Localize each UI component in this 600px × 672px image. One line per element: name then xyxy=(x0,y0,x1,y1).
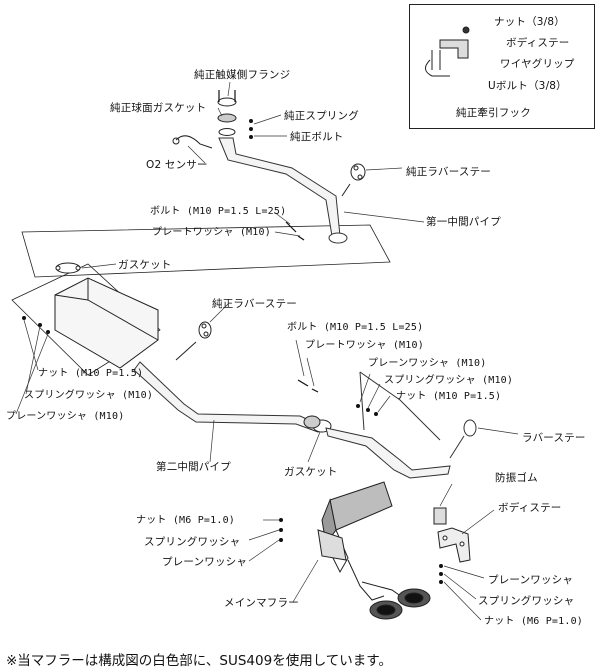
label-plate-washer-b: プレートワッシャ (M10) xyxy=(305,340,424,351)
label-first-pipe: 第一中間パイプ xyxy=(426,216,501,228)
label-bolt-m10-b: ボルト (M10 P=1.5 L=25) xyxy=(287,322,424,333)
label-nut-m6-right: ナット (M6 P=1.0) xyxy=(484,616,584,627)
label-plain-washer-m10-left: プレーンワッシャ (M10) xyxy=(6,411,125,422)
label-spring-washer-right: スプリングワッシャ xyxy=(478,595,575,607)
label-nut-m10-right: ナット (M10 P=1.5) xyxy=(396,391,502,402)
inset-label-nut: ナット（3/8） xyxy=(494,16,565,28)
inset-tow-hook-box xyxy=(409,4,595,129)
label-rubber-stay: ラバーステー xyxy=(522,432,586,444)
label-spring-washer-m10-right: スプリングワッシャ (M10) xyxy=(384,375,514,386)
label-bolt-oe: 純正ボルト xyxy=(290,131,344,143)
label-spring-oe: 純正スプリング xyxy=(284,110,359,122)
inset-label-body-stay: ボディステー xyxy=(506,37,570,49)
label-rubber-stay-oe-2: 純正ラバーステー xyxy=(212,298,297,310)
label-plain-washer-right: プレーンワッシャ xyxy=(488,574,574,586)
tow-hook-icon xyxy=(425,26,470,77)
label-gasket-1: ガスケット xyxy=(118,259,172,271)
label-main-muffler: メインマフラー xyxy=(224,597,299,609)
label-bolt-m10-a: ボルト (M10 P=1.5 L=25) xyxy=(150,206,287,217)
label-spring-washer-left: スプリングワッシャ xyxy=(144,536,241,548)
label-nut-m10-left: ナット (M10 P=1.5) xyxy=(38,368,144,379)
label-vibration-rubber: 防振ゴム xyxy=(495,472,538,484)
label-nut-m6-left: ナット (M6 P=1.0) xyxy=(136,515,236,526)
label-body-stay: ボディステー xyxy=(498,502,562,514)
label-flange: 純正触媒側フランジ xyxy=(194,69,291,81)
label-sphere-gasket: 純正球面ガスケット xyxy=(110,102,207,114)
label-gasket-2: ガスケット xyxy=(284,466,338,478)
label-spring-washer-m10-left: スプリングワッシャ (M10) xyxy=(24,390,154,401)
label-second-pipe: 第二中間パイプ xyxy=(156,461,231,473)
inset-label-u-bolt: Uボルト（3/8） xyxy=(488,80,567,92)
label-plain-washer-m10-right: プレーンワッシャ (M10) xyxy=(368,358,487,369)
label-rubber-stay-oe-1: 純正ラバーステー xyxy=(406,166,491,178)
inset-caption: 純正牽引フック xyxy=(456,107,531,119)
label-plain-washer-left: プレーンワッシャ xyxy=(162,556,248,568)
footnote: ※当マフラーは構成図の白色部に、SUS409を使用しています。 xyxy=(6,653,392,669)
label-o2-sensor: O2 センサー xyxy=(146,159,208,171)
inset-label-wire-grip: ワイヤグリップ xyxy=(500,58,575,70)
label-plate-washer-a: プレートワッシャ (M10) xyxy=(152,227,271,238)
